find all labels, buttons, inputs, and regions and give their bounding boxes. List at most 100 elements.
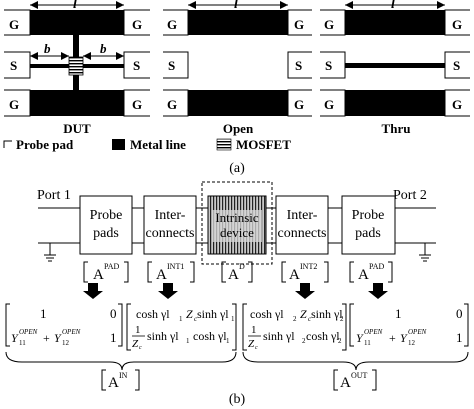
- svg-text:PAD: PAD: [369, 262, 384, 271]
- metal-line-top: [188, 10, 288, 35]
- brace-out: [242, 351, 469, 371]
- svg-text:1: 1: [186, 337, 190, 345]
- svg-text:sinh γl: sinh γl: [263, 329, 295, 343]
- thru-structure: l G G S S G G Thru: [320, 0, 470, 136]
- caption-a: (a): [229, 161, 245, 176]
- a-in-label: A IN: [101, 369, 140, 391]
- structure-label-thru: Thru: [382, 121, 411, 136]
- pad-label-s: S: [10, 58, 17, 73]
- svg-text:1: 1: [226, 337, 230, 345]
- svg-text:Y: Y: [11, 331, 19, 345]
- metal-line-bottom: [188, 90, 288, 116]
- matrix-int1: cosh γl 1 Z c sinh γl 1 1 Z c sinh γl 1 …: [126, 303, 237, 351]
- dut-structure: l G G S S b b G G DUT: [4, 0, 150, 136]
- probe-pad-s-right: [444, 51, 470, 79]
- b-label: b: [100, 41, 107, 56]
- a-out-label: A OUT: [333, 369, 377, 391]
- metal-line-top: [30, 10, 124, 35]
- svg-text:OPEN: OPEN: [364, 328, 383, 336]
- probe-pad-s-left: [320, 51, 346, 79]
- svg-text:OUT: OUT: [351, 371, 368, 380]
- metal-line-bottom: [30, 90, 124, 116]
- pad-label-g: G: [132, 17, 142, 32]
- pad-label-g: G: [167, 97, 177, 112]
- svg-text:A: A: [156, 267, 167, 283]
- svg-text:cosh γl: cosh γl: [250, 307, 284, 321]
- svg-text:sinh γl: sinh γl: [311, 307, 343, 321]
- svg-text:D: D: [239, 262, 245, 271]
- mosfet: [68, 56, 84, 76]
- metal-line-top: [345, 10, 445, 35]
- svg-text:1: 1: [456, 330, 463, 345]
- svg-text:c: c: [308, 315, 312, 323]
- open-structure: l G G S S G G Open: [163, 0, 312, 136]
- metal-line-signal: [345, 63, 445, 68]
- legend-mosfet: MOSFET: [236, 137, 291, 152]
- intrinsic-device-boundary: [201, 181, 273, 265]
- matrix-pad-out: 1 0 1 Y 11 OPEN + Y 12 OPEN: [349, 303, 469, 347]
- caption-b: (b): [229, 392, 246, 407]
- structure-label-dut: DUT: [63, 121, 91, 136]
- svg-text:sinh γl: sinh γl: [147, 329, 179, 343]
- pad-label-g: G: [452, 97, 462, 112]
- ground-icon: [44, 243, 56, 262]
- svg-text:cosh γl: cosh γl: [136, 307, 170, 321]
- svg-text:Y: Y: [54, 331, 62, 345]
- probe-pads-block-2: [341, 195, 396, 255]
- pad-label-g: G: [294, 17, 304, 32]
- probe-pad-g-right-bottom: [123, 89, 150, 117]
- pad-label-g: G: [452, 17, 462, 32]
- port1-label: Port 1: [37, 188, 71, 203]
- svg-text:0: 0: [456, 306, 463, 321]
- brace-in: [5, 351, 237, 371]
- probe-pad-s-left: [163, 51, 189, 79]
- svg-text:Z: Z: [300, 307, 307, 321]
- svg-text:A: A: [289, 267, 300, 283]
- svg-text:12: 12: [408, 339, 416, 347]
- svg-text:2: 2: [340, 315, 344, 323]
- metal-line-bottom: [345, 90, 445, 116]
- matrix-pad-in: 1 0 1 Y 11 OPEN + Y 12 OPEN: [5, 303, 123, 347]
- interconnects-block-1: [143, 195, 197, 255]
- circuit-diagram: Port 1 Port 2 Probe pads: [37, 181, 436, 299]
- probe-pad-g-right-top: [444, 9, 470, 36]
- ground-icon: [419, 243, 431, 262]
- pad-label-g: G: [324, 17, 334, 32]
- block-label: pads: [93, 226, 119, 241]
- block-label: device: [220, 225, 254, 240]
- structure-label-open: Open: [223, 121, 254, 136]
- svg-text:1: 1: [110, 330, 117, 345]
- block-label: Probe: [90, 208, 123, 223]
- svg-text:+: +: [43, 331, 50, 345]
- probe-pad-g-right-top: [123, 9, 150, 36]
- abcd-label-device: A D: [221, 261, 253, 283]
- svg-text:1: 1: [179, 315, 183, 323]
- probe-pads-block-1: [79, 195, 133, 255]
- pad-label-s: S: [133, 58, 140, 73]
- svg-text:INT2: INT2: [300, 262, 317, 271]
- abcd-label-pad-2: A PAD: [349, 261, 393, 283]
- interconnects-block-2: [275, 195, 329, 255]
- svg-text:11: 11: [19, 339, 26, 347]
- svg-text:c: c: [194, 315, 198, 323]
- pad-label-s: S: [168, 58, 175, 73]
- down-arrow-icon: [295, 283, 315, 299]
- legend-metal-line: Metal line: [130, 137, 186, 152]
- length-label: l: [73, 0, 77, 12]
- svg-text:OPEN: OPEN: [408, 328, 427, 336]
- svg-text:1: 1: [135, 324, 141, 336]
- svg-text:OPEN: OPEN: [62, 328, 81, 336]
- pad-label-s: S: [325, 58, 332, 73]
- svg-text:1: 1: [251, 324, 257, 336]
- abcd-label-int2: A INT2: [281, 261, 329, 283]
- svg-text:c: c: [255, 345, 258, 351]
- block-label: Inter-: [155, 208, 186, 223]
- matrix-int2: cosh γl 2 Z c sinh γl 2 1 Z c sinh γl 2 …: [242, 303, 347, 351]
- down-arrow-icon: [83, 283, 103, 299]
- block-label: connects: [278, 226, 327, 241]
- svg-text:1: 1: [395, 306, 402, 321]
- svg-text:A: A: [228, 267, 239, 283]
- svg-text:0: 0: [110, 306, 117, 321]
- svg-text:A: A: [93, 267, 104, 283]
- svg-text:PAD: PAD: [104, 262, 119, 271]
